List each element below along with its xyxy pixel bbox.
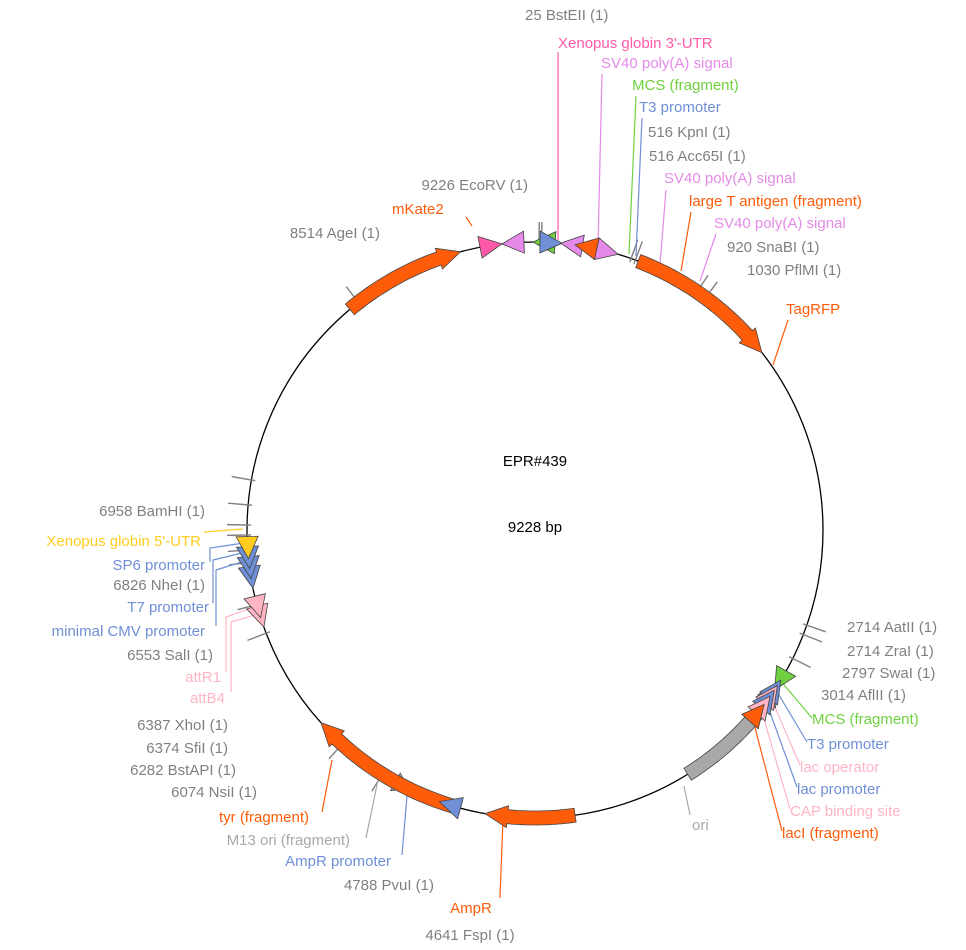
feature-label: T3 promoter xyxy=(639,99,721,116)
leader-line xyxy=(779,679,813,719)
feature-label: SV40 poly(A) signal xyxy=(714,215,846,232)
leader-lines xyxy=(203,52,813,899)
leader-line xyxy=(209,542,245,562)
site-label: 6387 XhoI (1) xyxy=(137,717,228,734)
site-tick xyxy=(802,623,826,633)
feature-label: SP6 promoter xyxy=(112,557,205,574)
feature-label: ori xyxy=(692,817,709,834)
site-tick xyxy=(231,475,256,482)
site-label: 6958 BamHI (1) xyxy=(99,503,205,520)
leader-line xyxy=(212,551,247,603)
site-label: 1030 PflMI (1) xyxy=(747,262,841,279)
site-label: 6553 SalI (1) xyxy=(127,647,213,664)
feature-label: lacI (fragment) xyxy=(782,825,879,842)
attr1-marker xyxy=(243,593,266,619)
site-label: 6374 SfiI (1) xyxy=(146,740,228,757)
leader-line xyxy=(752,719,783,832)
feature-label: T3 promoter xyxy=(807,736,889,753)
leader-line xyxy=(635,117,643,257)
feature-labels: mKate2 Xenopus globin 3'-UTR SV40 poly(A… xyxy=(46,35,918,917)
feature-label: Xenopus globin 3'-UTR xyxy=(558,35,713,52)
site-tick xyxy=(788,656,811,669)
leader-line xyxy=(365,779,379,839)
site-label: 9226 EcoRV (1) xyxy=(422,177,528,194)
leader-line xyxy=(761,711,791,810)
leader-line xyxy=(628,95,637,255)
xenopus-5utr-marker xyxy=(235,535,259,560)
leader-line xyxy=(680,211,692,272)
t3-promoter-marker xyxy=(539,230,563,254)
feature-label: lac operator xyxy=(800,759,879,776)
leader-line xyxy=(659,189,667,265)
sv40-polya-marker xyxy=(501,230,525,254)
feature-label: TagRFP xyxy=(786,301,840,318)
site-label: 6826 NheI (1) xyxy=(113,577,205,594)
leader-line xyxy=(401,795,408,856)
site-ticks xyxy=(227,222,826,792)
feature-label: large T antigen (fragment) xyxy=(689,193,862,210)
site-labels: 25 BstEII (1) 516 KpnI (1) 516 Acc65I (1… xyxy=(99,7,937,944)
site-label: 25 BstEII (1) xyxy=(525,7,608,24)
site-label: 2714 ZraI (1) xyxy=(847,643,934,660)
mkate2-arrow xyxy=(344,247,462,316)
tagrfp-arrow xyxy=(635,254,763,354)
feature-label: Xenopus globin 5'-UTR xyxy=(46,533,201,550)
site-label: 4641 FspI (1) xyxy=(425,927,514,944)
tyr-arrow xyxy=(320,722,463,816)
feature-label: attR1 xyxy=(185,669,221,686)
feature-glyphs xyxy=(235,230,797,829)
site-label: 3014 AflII (1) xyxy=(821,687,906,704)
site-tick xyxy=(799,632,823,643)
feature-label: attB4 xyxy=(190,690,225,707)
feature-label: T7 promoter xyxy=(127,599,209,616)
leader-line xyxy=(683,785,691,816)
site-label: 2797 SwaI (1) xyxy=(842,665,935,682)
site-label: 516 Acc65I (1) xyxy=(649,148,746,165)
sv40-polya-marker xyxy=(593,237,620,261)
feature-label: CAP binding site xyxy=(790,803,901,820)
ampr-arrow xyxy=(484,805,577,829)
site-label: 516 KpnI (1) xyxy=(648,124,731,141)
leader-line xyxy=(465,216,473,227)
feature-label: AmpR xyxy=(450,900,492,917)
site-label: 920 SnaBI (1) xyxy=(727,239,820,256)
leader-line xyxy=(699,233,717,282)
feature-label: SV40 poly(A) signal xyxy=(601,55,733,72)
leader-line xyxy=(499,817,504,899)
feature-label: lac promoter xyxy=(797,781,880,798)
feature-label: SV40 poly(A) signal xyxy=(664,170,796,187)
feature-label: M13 ori (fragment) xyxy=(227,832,350,849)
site-tick xyxy=(228,502,253,506)
leader-line xyxy=(770,697,801,766)
feature-label: MCS (fragment) xyxy=(632,77,739,94)
leader-line xyxy=(772,319,789,366)
site-label: 6074 NsiI (1) xyxy=(171,784,257,801)
site-label: 4788 PvuI (1) xyxy=(344,877,434,894)
xenopus-3utr-marker xyxy=(477,235,503,259)
site-label: 8514 AgeI (1) xyxy=(290,225,380,242)
feature-label: tyr (fragment) xyxy=(219,809,309,826)
site-tick xyxy=(633,241,644,265)
leader-line xyxy=(230,611,266,692)
ampr-promoter-marker xyxy=(438,797,464,820)
leader-line xyxy=(766,703,798,788)
leader-line xyxy=(203,528,244,533)
leader-line xyxy=(597,73,603,246)
feature-label: AmpR promoter xyxy=(285,853,391,870)
leader-line xyxy=(321,759,333,813)
site-label: 2714 AatII (1) xyxy=(847,619,937,636)
plasmid-name: EPR#439 xyxy=(503,453,567,470)
feature-label: minimal CMV promoter xyxy=(52,623,205,640)
leader-line xyxy=(775,689,808,743)
site-tick xyxy=(247,631,271,642)
plasmid-size: 9228 bp xyxy=(508,519,562,536)
site-label: 6282 BstAPI (1) xyxy=(130,762,236,779)
laci-marker xyxy=(741,703,765,730)
feature-label: MCS (fragment) xyxy=(812,711,919,728)
leader-line xyxy=(215,559,249,626)
feature-label: mKate2 xyxy=(392,201,444,218)
